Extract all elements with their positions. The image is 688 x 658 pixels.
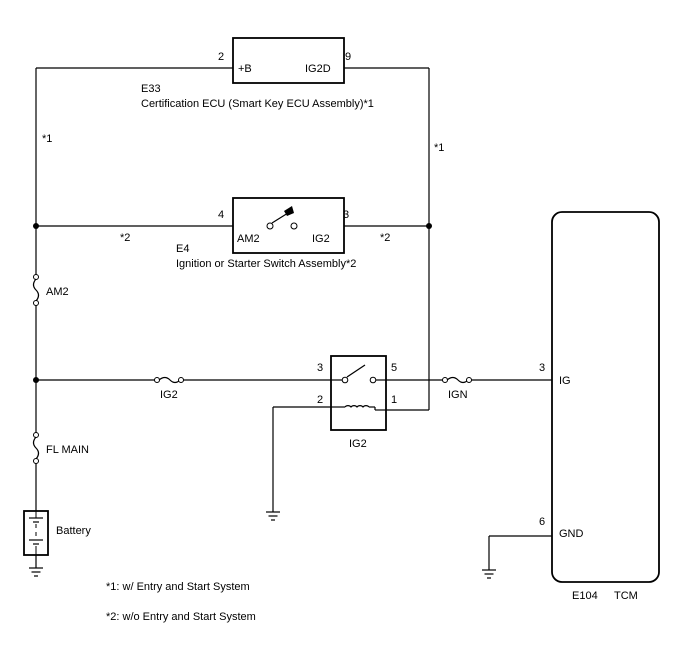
switch-pin-left-number: 4 bbox=[218, 209, 224, 221]
junction-dot bbox=[33, 377, 39, 383]
fuse-fl-main-label: FL MAIN bbox=[46, 444, 89, 456]
relay-box bbox=[330, 355, 387, 431]
tcm-name: TCM bbox=[614, 590, 638, 602]
tcm: 3 IG 6 GND E104 TCM bbox=[539, 211, 660, 602]
mark-right-top: *1 bbox=[434, 142, 444, 154]
switch-pin-right-label: IG2 bbox=[312, 233, 330, 245]
ecu-pin-right-label: IG2D bbox=[305, 63, 331, 75]
ignition-switch-box bbox=[232, 197, 345, 254]
relay-pin-contact-out: 5 bbox=[391, 362, 397, 374]
fuse-am2-icon bbox=[32, 278, 40, 302]
fuse-ign: IGN bbox=[442, 376, 472, 401]
relay-name: IG2 bbox=[349, 438, 367, 450]
mark-left-mid: *2 bbox=[120, 232, 130, 244]
switch-knob-icon bbox=[284, 206, 294, 216]
ecu-pin-left-label: +B bbox=[238, 63, 252, 75]
relay-contact bbox=[369, 376, 377, 384]
switch-name: Ignition or Starter Switch Assembly*2 bbox=[176, 258, 356, 270]
ground-icon bbox=[29, 567, 43, 577]
ecu-pin-left-number: 2 bbox=[218, 51, 224, 63]
tcm-box bbox=[551, 211, 660, 583]
junction-dots bbox=[33, 223, 432, 383]
fuse-ig2-label: IG2 bbox=[160, 389, 178, 401]
relay-contact bbox=[341, 376, 349, 384]
tcm-pin-gnd-label: GND bbox=[559, 528, 584, 540]
certification-ecu: 2 +B 9 IG2D E33 Certification ECU (Smart… bbox=[141, 37, 374, 110]
ecu-pin-right-number: 9 bbox=[345, 51, 351, 63]
switch-blade bbox=[271, 212, 289, 224]
fuse-ig2-icon bbox=[158, 376, 181, 384]
switch-pin-left-label: AM2 bbox=[237, 233, 260, 245]
certification-ecu-box bbox=[232, 37, 345, 84]
tcm-pin-ig-label: IG bbox=[559, 375, 571, 387]
tcm-pin-gnd-number: 6 bbox=[539, 516, 545, 528]
fuse-ign-icon bbox=[446, 376, 469, 384]
tcm-pin-ig-number: 3 bbox=[539, 362, 545, 374]
relay-coil-icon bbox=[344, 405, 370, 408]
fuse-fl-main-icon bbox=[32, 436, 40, 460]
fuse-ign-label: IGN bbox=[448, 389, 468, 401]
mark-left-top: *1 bbox=[42, 133, 52, 145]
relay-pin-coil-out: 1 bbox=[391, 394, 397, 406]
battery: Battery bbox=[23, 510, 91, 556]
wires bbox=[35, 67, 552, 570]
fuse-ig2: IG2 bbox=[154, 376, 184, 401]
fuse-am2: AM2 bbox=[32, 274, 69, 306]
ground-icon bbox=[266, 511, 280, 521]
note-2: *2: w/o Entry and Start System bbox=[106, 611, 256, 623]
relay-pin-contact-in: 3 bbox=[317, 362, 323, 374]
note-1: *1: w/ Entry and Start System bbox=[106, 581, 250, 593]
switch-connector-code: E4 bbox=[176, 243, 189, 255]
ecu-name: Certification ECU (Smart Key ECU Assembl… bbox=[141, 98, 374, 110]
relay-pin-coil-in: 2 bbox=[317, 394, 323, 406]
junction-dot bbox=[426, 223, 432, 229]
ecu-connector-code: E33 bbox=[141, 83, 161, 95]
ignition-switch: 4 AM2 3 IG2 E4 Ignition or Starter Switc… bbox=[176, 197, 356, 270]
tcm-connector-code: E104 bbox=[572, 590, 598, 602]
junction-dot bbox=[33, 223, 39, 229]
ig2-relay: 3 5 2 1 IG2 bbox=[317, 355, 397, 450]
battery-label: Battery bbox=[56, 525, 91, 537]
relay-blade bbox=[346, 364, 366, 378]
fuse-fl-main: FL MAIN bbox=[32, 432, 89, 464]
mark-right-mid: *2 bbox=[380, 232, 390, 244]
switch-contact bbox=[266, 222, 274, 230]
ground-icon bbox=[482, 569, 496, 579]
switch-contact bbox=[290, 222, 298, 230]
switch-pin-right-number: 3 bbox=[343, 209, 349, 221]
fuse-am2-label: AM2 bbox=[46, 286, 69, 298]
